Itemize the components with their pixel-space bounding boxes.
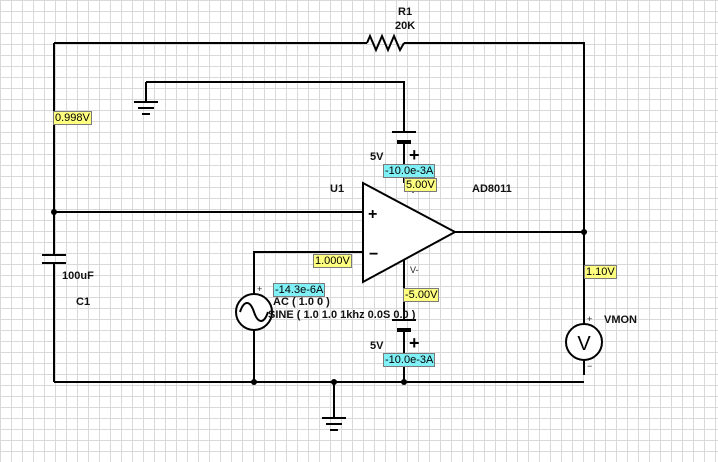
probe-source-current[interactable]: -14.3e-6A [273,283,326,297]
opamp-plus-sign: + [368,206,377,223]
ground-icon-top [134,101,158,115]
ac-source-ac-spec: AC ( 1.0 0 ) [273,296,330,308]
junction-dot [251,379,257,385]
probe-vplus-voltage[interactable]: 5.00V [404,178,437,192]
battery-vminus-plus-sign: + [409,333,420,353]
probe-output-voltage[interactable]: 1.10V [584,265,617,279]
voltmeter-vmon-ref: VMON [604,314,637,326]
ac-source-plus-terminal: + [257,284,263,294]
wire-inverting-input [253,251,363,294]
junction-dot [581,229,587,235]
wire-feedback-right [404,42,585,375]
voltmeter-symbol: V [577,333,591,355]
opamp-u1-ref: U1 [330,183,345,195]
junction-dot [401,379,407,385]
battery-vplus-value: 5V [370,151,384,163]
resistor-r1-symbol [366,33,405,53]
sine-wave-icon [239,302,269,322]
capacitor-c1-ref: C1 [76,296,91,308]
resistor-r1-value: 20K [395,20,416,32]
voltmeter-plus-terminal: + [587,314,593,324]
ac-source-sine-spec: SINE ( 1.0 1.0 1khz 0.0S 0.0 ) [268,309,416,321]
opamp-u1-body [362,181,458,284]
probe-cap-node-voltage[interactable]: 0.998V [53,111,92,125]
junction-dot [331,379,337,385]
probe-inverting-input-voltage[interactable]: 1.000V [313,254,352,268]
probe-vplus-supply-current[interactable]: -10.0e-3A [383,164,436,178]
voltmeter-vmon-body [565,323,603,361]
opamp-vminus-pin-label: V- [410,265,419,275]
voltmeter-minus-terminal: − [587,361,593,371]
wire-top-ground [146,81,405,132]
opamp-minus-sign: − [369,246,378,263]
probe-vminus-voltage[interactable]: -5.00V [403,288,440,302]
battery-vminus-value: 5V [370,340,384,352]
opamp-u1-part: AD8011 [472,183,512,195]
probe-vminus-supply-current[interactable]: -10.0e-3A [383,353,436,367]
battery-vplus-plus-sign: + [409,145,420,165]
junction-dot [51,209,57,215]
capacitor-c1-value: 100uF [62,270,94,282]
ground-icon-bottom [322,417,346,431]
resistor-r1-ref: R1 [398,6,413,18]
